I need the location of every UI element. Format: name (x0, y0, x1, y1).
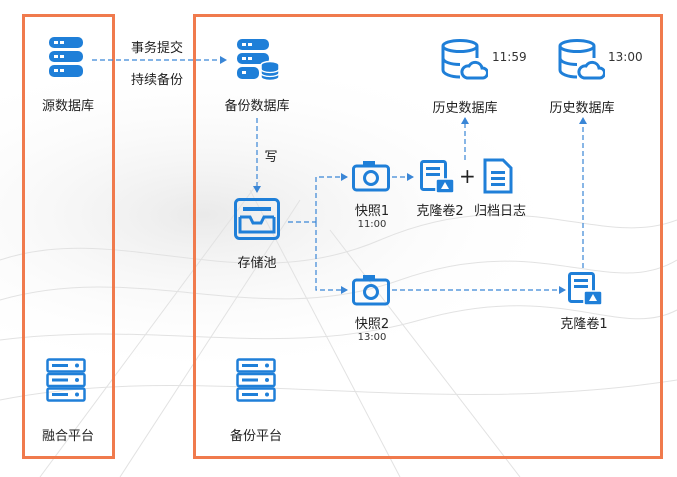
storage-pool-label: 存储池 (237, 256, 277, 271)
history-db2-time: 13:00 (608, 50, 643, 64)
archive-log-label: 归档日志 (473, 204, 526, 219)
server-rack-icon (236, 358, 276, 402)
snapshot1-label: 快照1 (354, 204, 390, 219)
source-platform-panel (22, 14, 115, 459)
plus-sign: + (459, 164, 476, 188)
camera-icon (352, 161, 390, 192)
database-icon (49, 37, 83, 77)
to-snapshot2-arrow (315, 222, 348, 294)
continuous-backup-label: 持续备份 (130, 73, 183, 88)
clone2-label: 克隆卷2 (416, 204, 464, 219)
storage-pool-icon (234, 198, 280, 240)
clone-volume-icon (568, 272, 603, 306)
clone1-label: 克隆卷1 (560, 317, 608, 332)
source-db-label: 源数据库 (41, 99, 94, 114)
history-db1-label: 历史数据库 (432, 101, 498, 116)
camera-icon (352, 275, 390, 306)
snapshot2-label: 快照2 (354, 317, 390, 332)
clone-volume-icon (420, 160, 455, 194)
transaction-commit-label: 事务提交 (130, 41, 183, 56)
write-label: 写 (264, 150, 278, 165)
backup-platform-panel (193, 14, 663, 459)
to-snapshot1-arrow (315, 173, 348, 222)
server-rack-icon (46, 358, 86, 402)
snapshot1-time: 11:00 (357, 219, 387, 230)
history-db2-label: 历史数据库 (549, 101, 615, 116)
cloud-database-icon (558, 39, 605, 80)
database-icon (237, 39, 280, 82)
backup-platform-label: 备份平台 (229, 429, 282, 444)
snapshot2-time: 13:00 (357, 332, 387, 343)
backup-db-label: 备份数据库 (224, 99, 290, 114)
cloud-database-icon (441, 39, 488, 80)
document-icon (483, 158, 513, 194)
history-db1-time: 11:59 (492, 50, 527, 64)
fusion-platform-label: 融合平台 (41, 429, 94, 444)
